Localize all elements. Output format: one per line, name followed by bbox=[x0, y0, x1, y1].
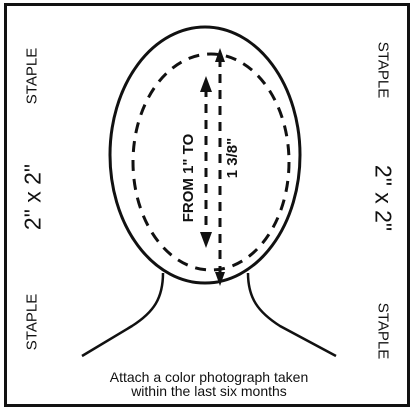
photo-instructions-caption: Attach a color photograph taken within t… bbox=[0, 370, 418, 398]
min-height-arrow-top bbox=[200, 76, 212, 92]
right-staple-top-label: STAPLE bbox=[376, 42, 391, 98]
measure-label-size: 1 3/8" bbox=[224, 138, 241, 178]
right-size-label: 2" x 2" bbox=[372, 165, 395, 231]
right-staple-bottom-label: STAPLE bbox=[376, 303, 391, 359]
left-staple-bottom-label: STAPLE bbox=[25, 294, 40, 350]
face-size-guide-oval bbox=[133, 54, 289, 270]
measure-label-from: FROM 1" TO bbox=[180, 133, 197, 222]
max-height-arrow-bottom bbox=[215, 272, 225, 286]
caption-line-1: Attach a color photograph taken bbox=[0, 370, 418, 384]
neck-right-line bbox=[248, 273, 336, 356]
min-height-arrow-bottom bbox=[200, 232, 212, 248]
left-staple-top-label: STAPLE bbox=[25, 48, 40, 104]
left-size-label: 2" x 2" bbox=[22, 164, 45, 230]
neck-left-line bbox=[82, 273, 163, 356]
caption-line-2: within the last six months bbox=[0, 384, 418, 398]
